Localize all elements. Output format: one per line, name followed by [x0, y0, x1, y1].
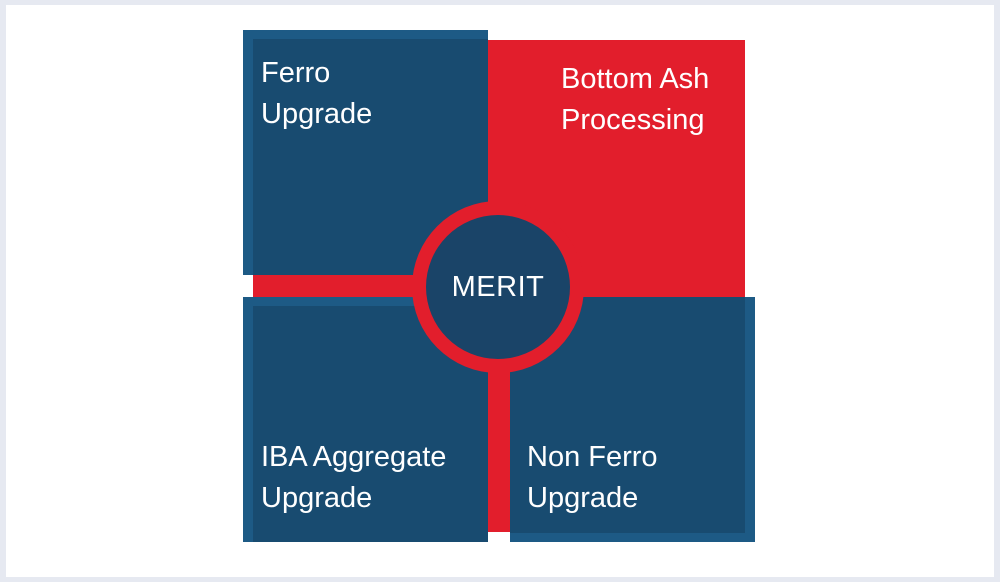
- label-non-ferro-upgrade: Non Ferro Upgrade: [527, 441, 658, 514]
- quadrant-accent: [745, 297, 755, 542]
- center-circle: MERIT: [426, 215, 570, 359]
- quadrant-accent: [510, 533, 755, 542]
- label-iba-aggregate-upgrade: IBA Aggregate Upgrade: [261, 441, 447, 514]
- quadrant-accent: [243, 297, 253, 542]
- quadrant-accent: [243, 30, 488, 39]
- label-bottom-ash-processing: Bottom Ash Processing: [561, 63, 710, 136]
- label-ferro-upgrade: Ferro Upgrade: [261, 57, 373, 130]
- center-label: MERIT: [451, 270, 545, 303]
- quadrant-accent: [243, 30, 253, 275]
- quadrant-accent: [243, 297, 488, 306]
